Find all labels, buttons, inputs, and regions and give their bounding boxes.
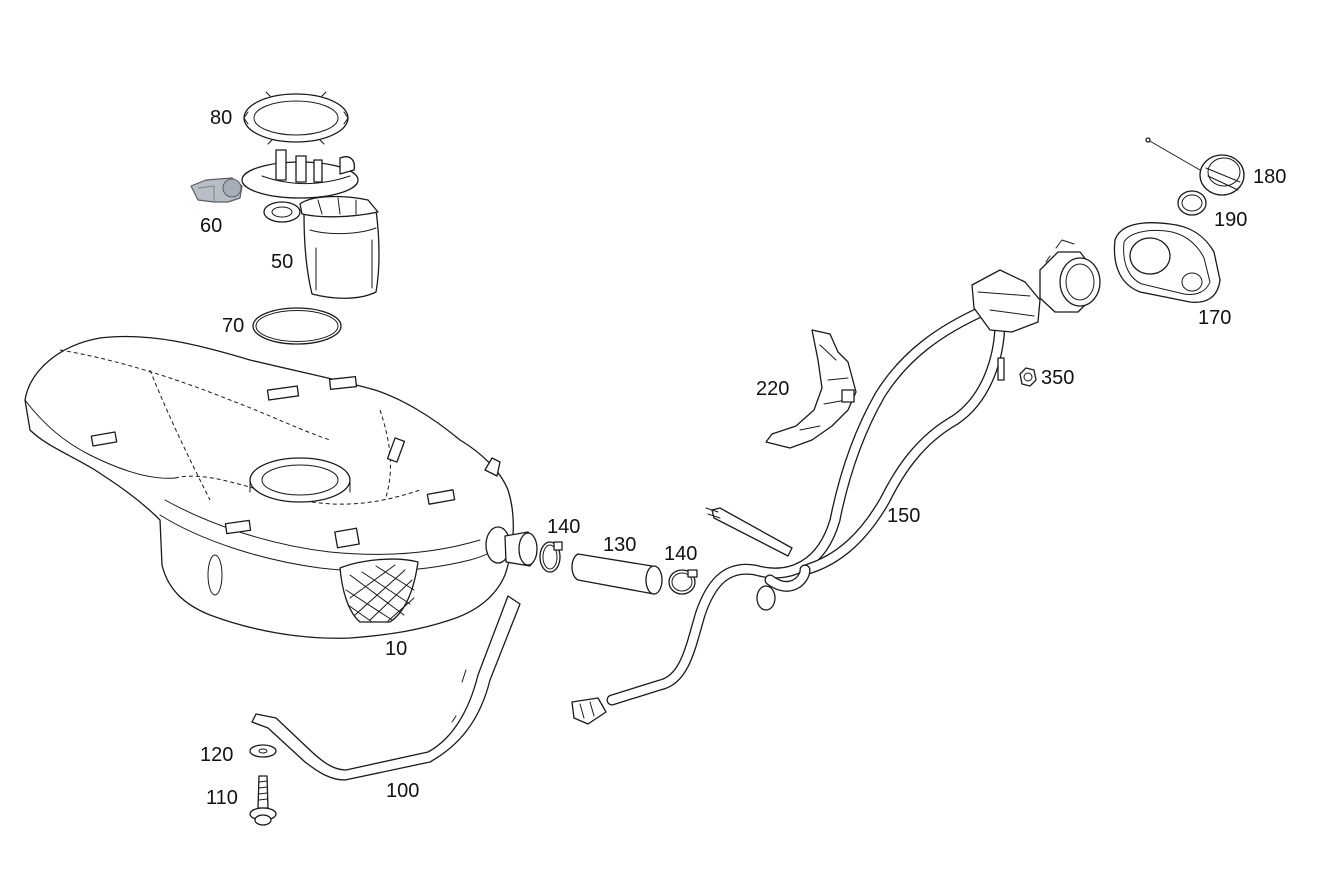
hose-clamp-1[interactable] <box>539 541 563 573</box>
level-sensor[interactable] <box>190 177 243 203</box>
part-label-220: 220 <box>756 378 790 400</box>
part-label-170: 170 <box>1198 307 1232 329</box>
washer[interactable] <box>249 744 277 758</box>
part-label-110: 110 <box>206 787 238 809</box>
part-label-70: 70 <box>222 315 245 337</box>
fuel-cap[interactable] <box>1145 137 1245 196</box>
part-label-140-first: 140 <box>547 516 581 538</box>
part-label-80: 80 <box>210 107 233 129</box>
part-label-10: 10 <box>385 638 408 660</box>
seal-ring[interactable] <box>252 307 342 345</box>
part-label-190: 190 <box>1214 209 1248 231</box>
part-label-120: 120 <box>200 744 234 766</box>
part-label-140-second: 140 <box>664 543 698 565</box>
cap-seal[interactable] <box>1177 190 1207 216</box>
hex-nut[interactable] <box>1019 367 1037 387</box>
part-label-180: 180 <box>1253 166 1287 188</box>
hose-clamp-2[interactable] <box>668 569 698 595</box>
pipe-bracket[interactable] <box>765 329 857 449</box>
part-label-350: 350 <box>1041 367 1075 389</box>
part-label-130: 130 <box>603 534 637 556</box>
part-label-100: 100 <box>386 780 420 802</box>
part-label-60: 60 <box>200 215 223 237</box>
filler-flap-housing[interactable] <box>1113 222 1221 303</box>
bolt[interactable] <box>249 775 277 826</box>
fuel-pump-module[interactable] <box>241 149 380 299</box>
part-label-150: 150 <box>887 505 921 527</box>
tank-strap[interactable] <box>251 595 521 781</box>
part-label-50: 50 <box>271 251 294 273</box>
filler-pipe[interactable] <box>571 239 1101 725</box>
fuel-tank[interactable] <box>24 335 538 639</box>
connecting-hose[interactable] <box>571 553 663 595</box>
lock-ring[interactable] <box>243 91 349 145</box>
